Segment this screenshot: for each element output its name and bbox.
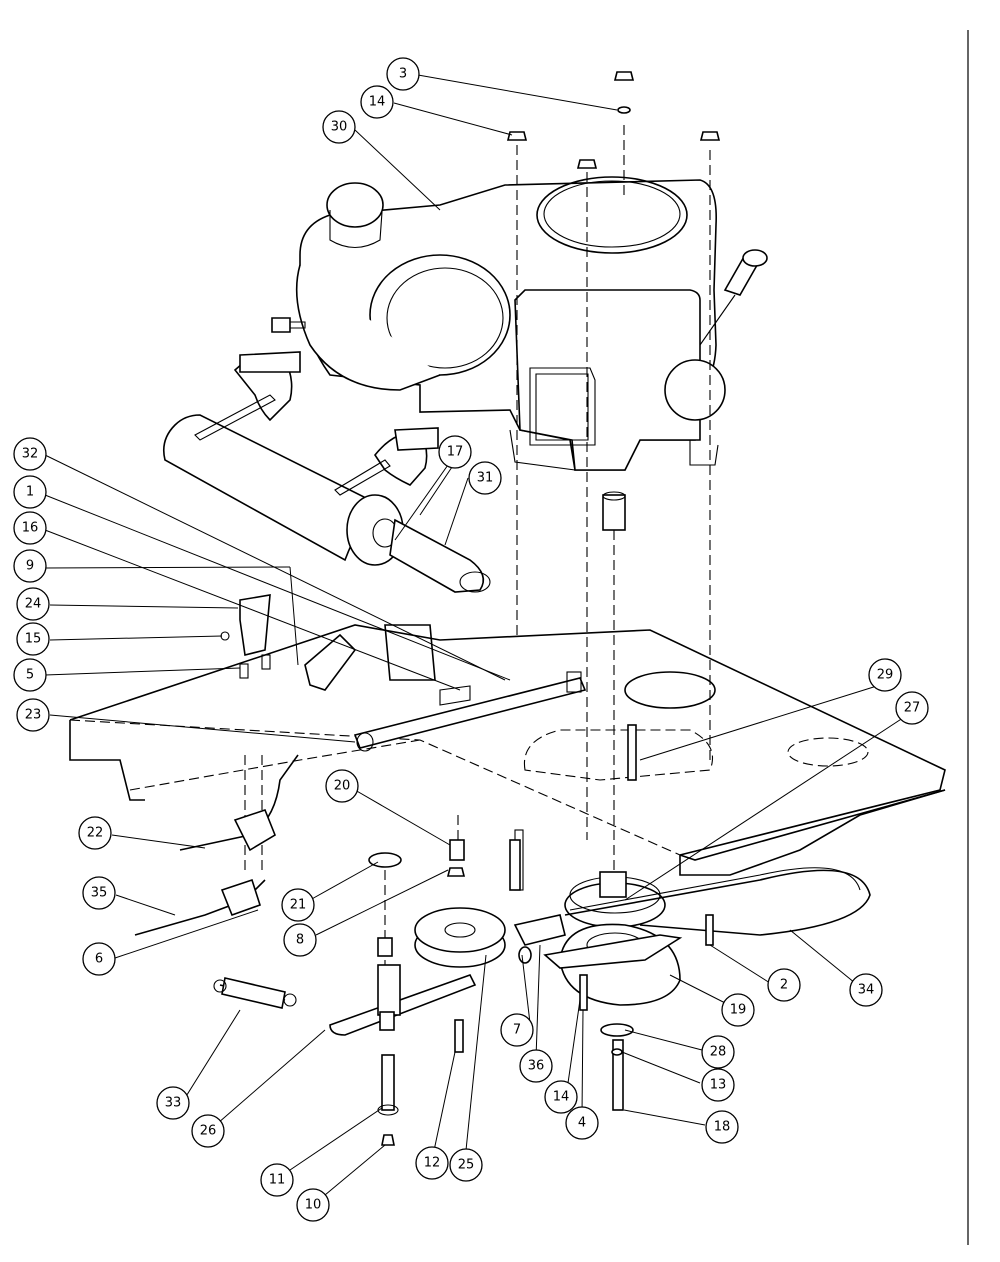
callout-18: 18 xyxy=(705,1110,739,1144)
callout-14: 14 xyxy=(360,85,394,119)
callout-24: 24 xyxy=(16,587,50,621)
callout-2: 2 xyxy=(767,968,801,1002)
control-cables xyxy=(134,754,299,936)
svg-text:24: 24 xyxy=(25,597,42,612)
muffler-assembly xyxy=(162,351,491,593)
svg-text:12: 12 xyxy=(424,1156,441,1171)
frame-deck xyxy=(69,624,946,876)
svg-text:35: 35 xyxy=(91,886,108,901)
callout-1: 1 xyxy=(13,475,47,509)
svg-text:11: 11 xyxy=(269,1173,286,1188)
callout-28: 28 xyxy=(701,1035,735,1069)
svg-text:18: 18 xyxy=(714,1120,731,1135)
callout-20: 20 xyxy=(325,769,359,803)
idler-assembly xyxy=(213,829,524,1146)
callout-5: 5 xyxy=(13,658,47,692)
callout-23: 23 xyxy=(16,698,50,732)
svg-text:34: 34 xyxy=(858,983,875,998)
svg-text:32: 32 xyxy=(22,447,39,462)
callout-35: 35 xyxy=(82,876,116,910)
svg-text:3: 3 xyxy=(399,67,407,82)
svg-text:22: 22 xyxy=(87,826,104,841)
callout-11: 11 xyxy=(260,1163,294,1197)
callout-26: 26 xyxy=(191,1114,225,1148)
engine xyxy=(271,176,768,531)
clutch-assembly xyxy=(513,867,871,1111)
svg-text:26: 26 xyxy=(200,1124,217,1139)
svg-text:29: 29 xyxy=(877,668,894,683)
svg-text:10: 10 xyxy=(305,1198,322,1213)
callout-16: 16 xyxy=(13,511,47,545)
svg-text:5: 5 xyxy=(26,668,34,683)
callout-31: 31 xyxy=(468,461,502,495)
svg-text:17: 17 xyxy=(447,445,464,460)
svg-text:31: 31 xyxy=(477,471,494,486)
callout-19: 19 xyxy=(721,993,755,1027)
callout-4: 4 xyxy=(565,1106,599,1140)
svg-text:16: 16 xyxy=(22,521,39,536)
svg-text:2: 2 xyxy=(780,978,788,993)
svg-text:23: 23 xyxy=(25,708,42,723)
callout-15: 15 xyxy=(16,622,50,656)
callout-33: 33 xyxy=(156,1086,190,1120)
callout-27: 27 xyxy=(895,691,929,725)
svg-text:21: 21 xyxy=(290,898,307,913)
callout-7: 7 xyxy=(500,1013,534,1047)
svg-text:14: 14 xyxy=(369,95,386,110)
callout-25: 25 xyxy=(449,1148,483,1182)
callout-29: 29 xyxy=(868,658,902,692)
svg-text:7: 7 xyxy=(513,1023,521,1038)
callout-21: 21 xyxy=(281,888,315,922)
svg-text:25: 25 xyxy=(458,1158,475,1173)
callout-3: 3 xyxy=(386,57,420,91)
callout-9: 9 xyxy=(13,549,47,583)
svg-text:28: 28 xyxy=(710,1045,727,1060)
callout-34: 34 xyxy=(849,973,883,1007)
callout-bubbles: 3 14 30 32 1 17 31 16 9 24 15 5 29 27 23… xyxy=(13,57,929,1222)
brake-brackets xyxy=(220,594,357,691)
svg-text:9: 9 xyxy=(26,559,34,574)
svg-text:30: 30 xyxy=(331,120,348,135)
callout-30: 30 xyxy=(322,110,356,144)
callout-8: 8 xyxy=(283,923,317,957)
callout-32: 32 xyxy=(13,437,47,471)
frame-post xyxy=(509,839,521,891)
callout-14b: 14 xyxy=(544,1080,578,1114)
svg-text:19: 19 xyxy=(730,1003,747,1018)
svg-text:6: 6 xyxy=(95,952,103,967)
callout-10: 10 xyxy=(296,1188,330,1222)
engine-mount-nuts xyxy=(506,71,721,169)
callout-13: 13 xyxy=(701,1068,735,1102)
callout-36: 36 xyxy=(519,1049,553,1083)
svg-text:27: 27 xyxy=(904,701,921,716)
frame-pin xyxy=(627,724,637,781)
svg-text:8: 8 xyxy=(296,933,304,948)
svg-text:20: 20 xyxy=(334,779,351,794)
svg-text:14: 14 xyxy=(553,1090,570,1105)
svg-text:36: 36 xyxy=(528,1059,545,1074)
callout-12: 12 xyxy=(415,1146,449,1180)
callout-17: 17 xyxy=(438,435,472,469)
callout-6: 6 xyxy=(82,942,116,976)
svg-text:1: 1 xyxy=(26,485,34,500)
svg-text:4: 4 xyxy=(578,1116,586,1131)
svg-text:15: 15 xyxy=(25,632,42,647)
callout-22: 22 xyxy=(78,816,112,850)
cross-shaft xyxy=(353,671,587,752)
svg-text:33: 33 xyxy=(165,1096,182,1111)
svg-text:13: 13 xyxy=(710,1078,727,1093)
